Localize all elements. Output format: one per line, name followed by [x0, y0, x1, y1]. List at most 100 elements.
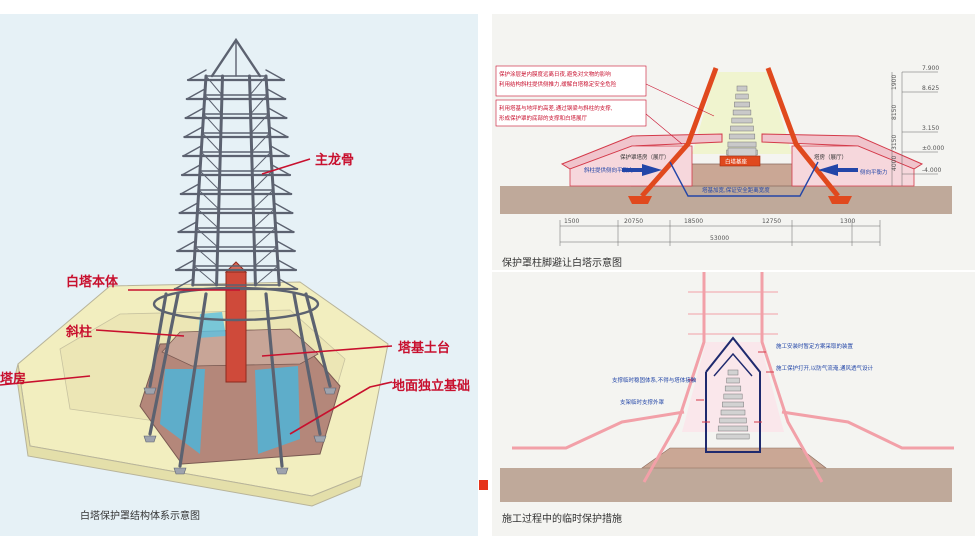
pagoda-tier: [734, 101, 750, 108]
frame-diagonal: [193, 265, 218, 286]
frame-eave-brace: [277, 259, 297, 271]
frame-diagonal: [249, 75, 267, 96]
rb-note-right-1: 施工安装时暂定方案采取的装置: [776, 342, 854, 350]
leader-inclined-column: [95, 329, 185, 337]
pagoda-tier: [736, 85, 748, 92]
left-inclined-column: [640, 67, 719, 198]
frame-eave-brace: [267, 107, 288, 119]
frame-eave-brace: [180, 183, 200, 195]
pagoda-tier: [720, 409, 746, 416]
frame-diagonal: [201, 132, 221, 153]
label-main-keel: 主龙骨: [315, 152, 354, 168]
right-column-foot: [828, 196, 852, 204]
ground-slab-edge: [15, 363, 363, 507]
frame-diagonal: [195, 227, 219, 248]
construction-protection-panel: 支撑临时稳固体系,不得与塔体接触 支架临时支撑外罩 施工安装时暂定方案采取的装置…: [492, 272, 975, 536]
frame-post: [215, 74, 224, 287]
pagoda-tier: [728, 133, 756, 140]
frame-base-ring: [152, 286, 320, 322]
column-avoidance-section: 白塔基座 保护涂层是内膜度远离日夜,避免对文物的影响 利用结构斜柱提供侧推力,缓…: [495, 65, 952, 269]
frame-eave-brace: [183, 126, 204, 138]
note-line-4: 形成保护罩的底部的支撑和白塔展厅: [499, 114, 588, 122]
label-pagoda-platform: 塔基土台: [398, 340, 450, 356]
frame-inclined-column: [148, 292, 180, 436]
frame-eave-brace: [174, 278, 194, 290]
dimension-label: 18500: [684, 218, 703, 225]
side-dimension-label: 1900: [891, 75, 898, 90]
dimension-total-label: 53000: [710, 235, 729, 242]
rb-note-left-1: 支撑临时稳固体系,不得与塔体接触: [612, 376, 697, 384]
frame-column-foot: [275, 467, 289, 475]
arrow-right-shaft: [836, 168, 858, 172]
frame-column-foot: [323, 387, 337, 395]
frame-post: [248, 74, 257, 287]
note-leader-2: [645, 113, 683, 145]
elevation-label: -4.000: [922, 167, 942, 174]
pagoda-tier: [732, 109, 752, 116]
frame-eave-brace: [187, 69, 207, 81]
frame-eave-brace: [276, 240, 296, 252]
frame-eave-brace: [268, 126, 289, 138]
frame-diagonal: [205, 75, 223, 96]
frame-eave-brace: [181, 164, 201, 176]
blue-safety-line: [669, 161, 819, 197]
pagoda-tier: [716, 433, 750, 440]
note-line-1: 保护涂层是内膜度远离日夜,避免对文物的影响: [499, 70, 611, 78]
frame-diagonal: [199, 170, 220, 191]
frame-eave-brace: [273, 202, 294, 214]
frame-inclined-column: [304, 292, 332, 388]
rb-note-right-2: 施工保护打开,以防气流淹,通风透气设计: [776, 364, 873, 372]
frame-eave-brace: [270, 145, 290, 157]
frame-eave-brace: [272, 183, 292, 195]
frame-eave-brace: [266, 88, 286, 100]
frame-diagonal: [250, 94, 268, 115]
ground-section: [500, 186, 952, 214]
frame-eave-brace: [177, 221, 198, 233]
left-caption: 白塔保护罩结构体系示意图: [80, 509, 200, 522]
pagoda-tier: [731, 117, 753, 124]
pagoda-section-2: [716, 369, 750, 440]
structure-diagram-panel: 主龙骨 白塔本体 斜柱 塔基土台 塔房 地面独立基础 白塔保护罩结构体系示意图: [0, 14, 478, 536]
frame-inclined-column: [292, 292, 322, 436]
frame-eave-brace: [265, 69, 285, 81]
frame-diagonal: [252, 170, 273, 191]
label-tower-house: 塔房: [0, 371, 26, 387]
pagoda-tier: [726, 377, 740, 384]
right-room-label: 塔房（展厅）: [814, 153, 847, 161]
dimension-label: 12750: [762, 218, 781, 225]
leader-platform: [261, 345, 393, 357]
frame-eave-brace: [178, 202, 199, 214]
frame-column-foot: [143, 435, 157, 443]
center-box-label: 白塔基座: [725, 158, 748, 166]
frame-diagonal: [254, 246, 278, 267]
notes-box-2: [495, 99, 647, 127]
frame-diagonal: [204, 94, 222, 115]
pagoda-tier: [724, 385, 742, 392]
pagoda-tier: [722, 401, 744, 408]
column-avoidance-panel: 白塔基座 保护涂层是内膜度远离日夜,避免对文物的影响 利用结构斜柱提供侧推力,缓…: [492, 14, 975, 270]
frame-diagonal: [254, 265, 279, 286]
elevation-label: 7.900: [922, 65, 939, 72]
pagoda-tier: [730, 125, 754, 132]
frame-column-foot: [313, 435, 327, 443]
frame-diagonal: [198, 189, 220, 210]
side-dimension-label: 3150: [891, 135, 898, 150]
left-room-label: 保护罩塔房（展厅）: [620, 153, 670, 161]
elevation-label: ±0.000: [922, 145, 944, 152]
frame-eave-brace: [184, 107, 205, 119]
note-leader-1: [645, 83, 715, 117]
dimension-label: 20750: [624, 218, 643, 225]
right-bottom-caption: 施工过程中的临时保护措施: [502, 512, 622, 525]
frame-column-foot: [143, 387, 157, 395]
right-inclined-column: [765, 67, 840, 198]
temp-frame-outer: [705, 336, 761, 453]
construction-protection-section: 支撑临时稳固体系,不得与塔体接触 支架临时支撑外罩 施工安装时暂定方案采取的装置…: [500, 272, 954, 525]
frame-diagonal: [250, 113, 269, 134]
frame-inclined-column: [148, 292, 168, 388]
ground-section-2: [500, 468, 952, 502]
elevation-marks: 7.9008.6253.150±0.000-4.0001900815031504…: [891, 65, 944, 175]
label-foundation: 地面独立基础: [392, 378, 470, 394]
frame-eave-brace: [271, 164, 291, 176]
frame-column-foot: [173, 467, 187, 475]
pagoda-tier: [723, 393, 743, 400]
